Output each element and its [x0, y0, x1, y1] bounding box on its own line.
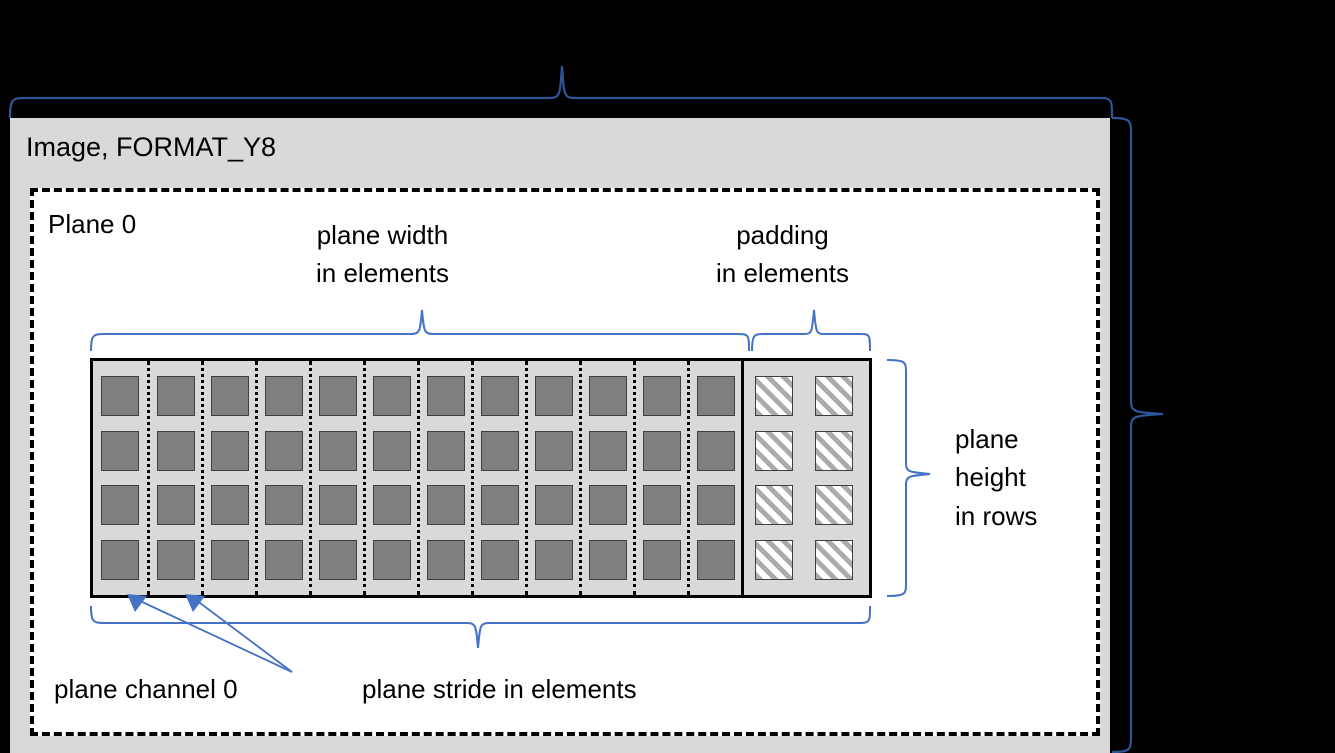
element-cell [642, 375, 681, 416]
label-padding: padding in elements [716, 216, 849, 293]
element-cell [101, 430, 139, 471]
element-cell [534, 540, 573, 581]
element-cell [372, 485, 411, 526]
element-cell [426, 375, 465, 416]
element-cell [101, 375, 139, 416]
element-cell [642, 540, 681, 581]
element-cell [426, 430, 465, 471]
element-cell [210, 485, 249, 526]
grid-column [309, 361, 363, 595]
grid-column [147, 361, 201, 595]
element-cell [372, 540, 411, 581]
element-cell [480, 430, 519, 471]
element-cell [318, 540, 357, 581]
element-cell [156, 485, 195, 526]
element-cell [480, 485, 519, 526]
element-cell [480, 540, 519, 581]
element-cell [426, 540, 465, 581]
element-cell [264, 430, 303, 471]
label-plane-height-line2: height [955, 462, 1026, 493]
label-plane-stride: plane stride in elements [362, 674, 637, 704]
element-cell [372, 430, 411, 471]
padding-region [741, 361, 864, 595]
padding-cell [755, 375, 793, 416]
element-grid [90, 358, 872, 598]
label-plane-channel: plane channel 0 [54, 674, 238, 704]
element-cell [426, 485, 465, 526]
element-cell [588, 430, 627, 471]
grid-column [255, 361, 309, 595]
element-cell [264, 540, 303, 581]
label-plane-height: plane height in rows [955, 420, 1037, 535]
element-cell [156, 375, 195, 416]
padding-column [804, 361, 864, 595]
element-cell [101, 485, 139, 526]
image-title: Image, FORMAT_Y8 [26, 132, 277, 162]
element-cell [264, 485, 303, 526]
element-cell [588, 540, 627, 581]
label-plane-width: plane width in elements [316, 216, 449, 293]
element-cell [642, 430, 681, 471]
element-cell [210, 375, 249, 416]
element-cell [534, 485, 573, 526]
element-cell [588, 375, 627, 416]
label-padding-line1: padding [736, 220, 829, 250]
grid-column [363, 361, 417, 595]
element-cell [480, 375, 519, 416]
element-cell [156, 430, 195, 471]
plane-label: Plane 0 [48, 209, 137, 239]
element-cell [210, 540, 249, 581]
label-plane-width-line1: plane width [316, 220, 449, 250]
element-cell [642, 485, 681, 526]
padding-cell [815, 375, 853, 416]
label-plane-width-line2: in elements [316, 258, 449, 289]
padding-cell [815, 540, 853, 581]
element-cell [318, 485, 357, 526]
element-cell [696, 540, 735, 581]
element-cell [210, 430, 249, 471]
grid-column [687, 361, 741, 595]
element-cell [264, 375, 303, 416]
label-plane-height-line1: plane [955, 424, 1019, 454]
padding-cell [815, 485, 853, 526]
grid-column [93, 361, 147, 595]
brace-image-top [8, 65, 1114, 119]
label-plane-height-line3: in rows [955, 500, 1038, 531]
element-cell [534, 375, 573, 416]
grid-column [525, 361, 579, 595]
padding-cell [815, 430, 853, 471]
element-cell [156, 540, 195, 581]
element-cell [696, 485, 735, 526]
element-cell [534, 430, 573, 471]
brace-image-right [1111, 116, 1164, 753]
grid-column [471, 361, 525, 595]
element-cell [372, 375, 411, 416]
grid-column [633, 361, 687, 595]
data-region [93, 361, 741, 595]
padding-cell [755, 430, 793, 471]
padding-column [744, 361, 804, 595]
grid-column [579, 361, 633, 595]
padding-cell [755, 485, 793, 526]
element-cell [588, 485, 627, 526]
element-cell [318, 430, 357, 471]
element-cell [696, 430, 735, 471]
element-cell [696, 375, 735, 416]
padding-cell [755, 540, 793, 581]
grid-column [417, 361, 471, 595]
label-padding-line2: in elements [716, 258, 849, 289]
grid-column [201, 361, 255, 595]
element-cell [318, 375, 357, 416]
element-cell [101, 540, 139, 581]
